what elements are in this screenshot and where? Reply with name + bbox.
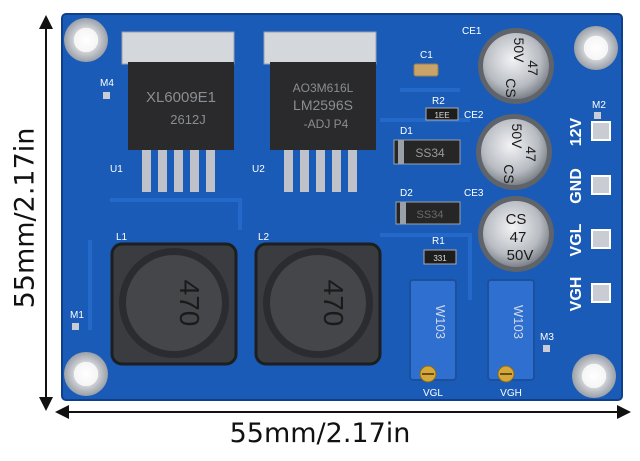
chip-u2-marking-3: -ADJ P4: [304, 117, 349, 131]
capacitor-ce2: 50V 47 CS: [476, 114, 552, 190]
chip-u2-marking-1: AO3M616L: [293, 81, 354, 95]
trimmer-vgh[interactable]: W103: [487, 279, 535, 383]
capacitor-ce1-marking-c: CS: [503, 78, 519, 97]
label-d2: D2: [400, 188, 413, 199]
pad-m1: [72, 323, 79, 330]
mount-hole-bottom-right: [572, 354, 616, 398]
trimmer-vgl-marking: W103: [433, 305, 448, 339]
label-l2: L2: [258, 232, 270, 243]
terminal-label-gnd: GND: [568, 168, 585, 204]
label-m1: M1: [70, 310, 84, 321]
capacitor-ce1: 50V 47 CS: [478, 28, 554, 104]
label-u2: U2: [252, 164, 265, 175]
label-ce3: CE3: [464, 188, 484, 199]
capacitor-ce3-marking-b: 47: [510, 229, 527, 246]
label-ce1: CE1: [462, 26, 482, 37]
capacitor-c1: [413, 63, 439, 77]
mount-hole-top-left: [64, 18, 108, 62]
label-c1: C1: [420, 50, 433, 61]
label-u1: U1: [110, 164, 123, 175]
pad-m4: [103, 92, 110, 99]
label-m4: M4: [100, 78, 114, 89]
pot-label-vgl: VGL: [423, 388, 443, 399]
label-l1: L1: [116, 232, 128, 243]
label-ce2: CE2: [464, 110, 484, 121]
label-r2: R2: [432, 96, 445, 107]
pot-label-vgh: VGH: [500, 388, 522, 399]
mount-hole-top-right: [574, 26, 618, 70]
pad-m2: [594, 112, 601, 119]
diode-d1-marking: SS34: [415, 146, 445, 160]
resistor-r2-value: 1EE: [434, 111, 449, 120]
diode-d2: SS34: [395, 201, 461, 225]
chip-u2-marking-2: LM2596S: [293, 97, 353, 113]
capacitor-ce2-marking-c: CS: [501, 164, 517, 183]
label-d1: D1: [400, 126, 413, 137]
terminal-pads: [591, 121, 611, 303]
height-dimension-label: 55mm/2.17in: [9, 127, 41, 309]
terminal-label-vgh: VGH: [568, 277, 585, 312]
label-m3: M3: [540, 332, 554, 343]
mount-hole-bottom-left: [64, 352, 108, 396]
diode-d2-marking: SS34: [417, 209, 444, 221]
inductor-l2-marking: 470: [318, 280, 349, 327]
chip-u2: AO3M616L LM2596S -ADJ P4: [263, 31, 377, 192]
label-m2: M2: [592, 100, 606, 111]
terminal-label-12v: 12V: [568, 117, 585, 146]
label-r1: R1: [432, 236, 445, 247]
inductor-l2: 470: [254, 242, 382, 366]
capacitor-ce3-marking-a: CS: [506, 211, 527, 228]
chip-u1-marking-2: 2612J: [170, 112, 205, 127]
diode-d1: SS34: [393, 139, 461, 165]
resistor-r1: [423, 249, 457, 265]
resistor-r2: [425, 107, 459, 121]
chip-u1: XL6009E1 2612J: [121, 31, 235, 192]
terminal-label-vgl: VGL: [568, 223, 585, 256]
capacitor-ce3-marking-c: 50V: [507, 247, 534, 264]
capacitor-ce1-marking-a: 50V: [511, 38, 527, 64]
inductor-l1: 470: [110, 242, 238, 366]
inductor-l1-marking: 470: [174, 280, 205, 327]
trimmer-vgh-marking: W103: [511, 305, 526, 339]
chip-u1-marking-1: XL6009E1: [146, 89, 216, 106]
capacitor-ce2-marking-b: 47: [523, 146, 539, 162]
capacitor-ce3: CS 47 50V: [478, 196, 554, 272]
capacitor-ce1-marking-b: 47: [525, 60, 541, 76]
resistor-r1-value: 331: [433, 254, 447, 263]
capacitor-ce2-marking-a: 50V: [509, 124, 525, 150]
trimmer-vgl[interactable]: W103: [409, 279, 457, 383]
pcb-traces: [88, 88, 472, 330]
pad-m3: [543, 345, 550, 352]
width-dimension-label: 55mm/2.17in: [229, 418, 411, 449]
